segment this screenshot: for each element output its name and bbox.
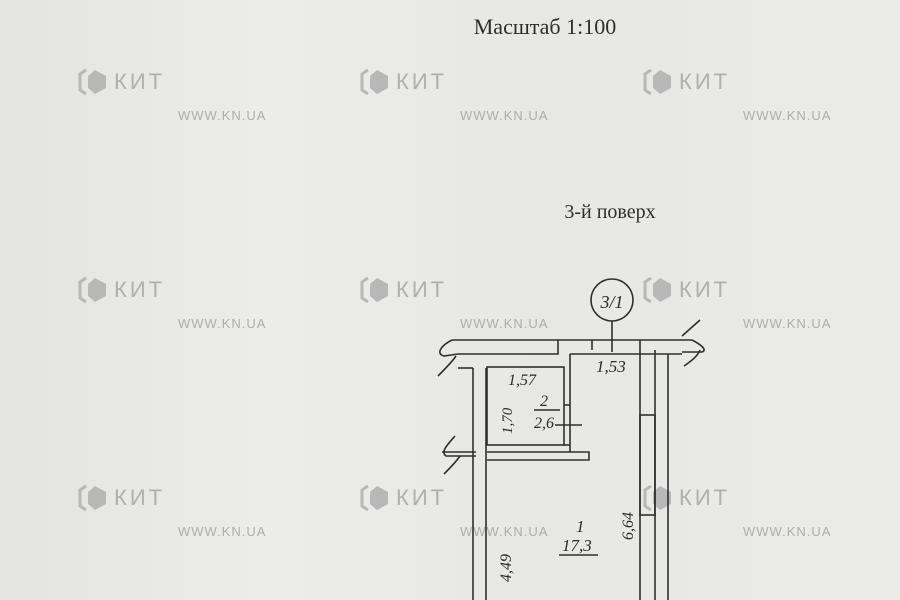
watermark-brand: КИТ [396, 485, 448, 510]
kit-logo-icon [643, 68, 671, 96]
watermark-brand: КИТ [114, 277, 166, 302]
room2-height: 1,70 [500, 407, 516, 434]
kit-logo-icon [643, 484, 671, 512]
room2-number: 2 [540, 393, 548, 410]
kit-logo-icon [360, 484, 388, 512]
watermark-brand: КИТ [679, 69, 731, 94]
watermark-brand: КИТ [114, 69, 166, 94]
room2-area: 2,6 [534, 415, 554, 432]
kit-logo-icon [360, 68, 388, 96]
watermark-url: WWW.KN.UA [460, 524, 549, 539]
watermark-brand: КИТ [396, 277, 448, 302]
watermark-url: WWW.KN.UA [178, 524, 267, 539]
kit-logo-icon [78, 484, 106, 512]
watermark-url: WWW.KN.UA [460, 108, 549, 123]
room1-height-left: 4,49 [498, 554, 515, 582]
kit-logo-icon [78, 276, 106, 304]
room1-number: 1 [576, 517, 585, 536]
watermark-url: WWW.KN.UA [743, 316, 832, 331]
watermark-brand: КИТ [114, 485, 166, 510]
room1-height-right: 6,64 [620, 512, 637, 540]
watermark-url: WWW.KN.UA [743, 108, 832, 123]
kit-logo-icon [643, 276, 671, 304]
scale-label: Масштаб 1:100 [473, 14, 617, 39]
apartment-number: 3/1 [599, 292, 623, 312]
floor-label: 3-й поверх [564, 201, 656, 223]
room1-area: 17,3 [562, 536, 592, 555]
watermark-brand: КИТ [679, 277, 731, 302]
kit-logo-icon [360, 276, 388, 304]
watermark-url: WWW.KN.UA [178, 108, 267, 123]
watermark-url: WWW.KN.UA [460, 316, 549, 331]
watermark-brand: КИТ [396, 69, 448, 94]
room2-width: 1,57 [508, 372, 537, 389]
kit-logo-icon [78, 68, 106, 96]
room1-width: 1,53 [596, 357, 626, 376]
watermark-url: WWW.KN.UA [178, 316, 267, 331]
watermark-url: WWW.KN.UA [743, 524, 832, 539]
watermark-brand: КИТ [679, 485, 731, 510]
walls [437, 278, 705, 600]
